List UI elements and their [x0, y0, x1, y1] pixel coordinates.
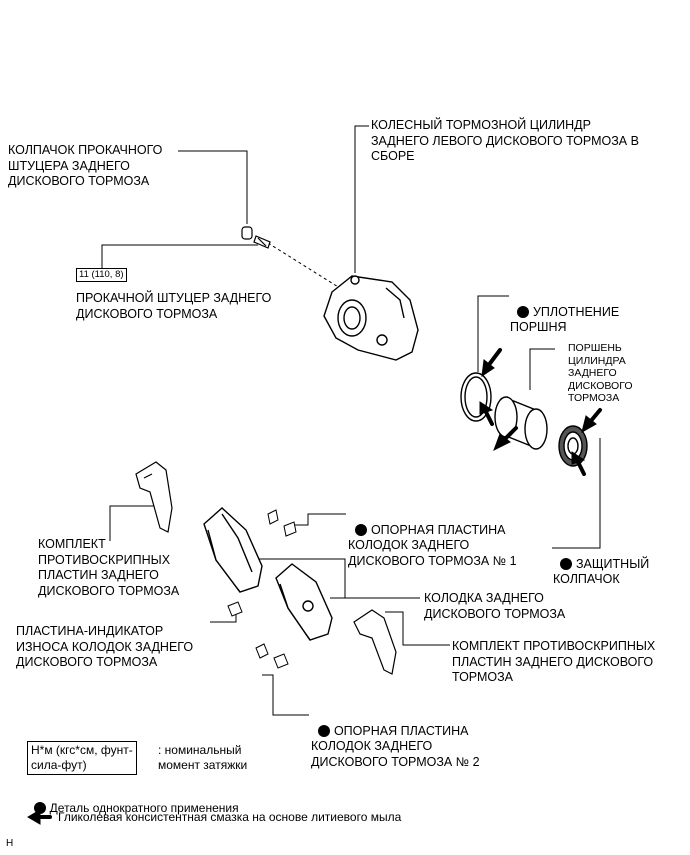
label-support-plate-2: ОПОРНАЯ ПЛАСТИНА КОЛОДОК ЗАДНЕГО ДИСКОВО… — [311, 723, 480, 769]
non-reusable-dot-icon — [516, 305, 529, 318]
brake-pad-1-icon — [203, 507, 263, 593]
label-anti-squeal-right: КОМПЛЕКТ ПРОТИВОСКРИПНЫХ ПЛАСТИН ЗАДНЕГО… — [452, 639, 656, 684]
leader-bleeder-plug — [101, 244, 258, 268]
legend-non-reusable: Деталь однократного применения — [27, 785, 239, 816]
label-pad: КОЛОДКА ЗАДНЕГО ДИСКОВОГО ТОРМОЗА — [424, 591, 566, 621]
label-boot: ЗАЩИТНЫЙ КОЛПАЧОК — [553, 556, 650, 587]
legend-torque-desc: : номинальный момент затяжки — [158, 743, 248, 772]
grease-arrow-icons — [479, 348, 602, 476]
torque-spec-box: 11 (110, 8) — [76, 268, 127, 282]
non-reusable-dot-icon — [317, 724, 330, 737]
leader-anti-left — [109, 505, 155, 541]
label-anti-squeal-left: КОМПЛЕКТ ПРОТИВОСКРИПНЫХ ПЛАСТИН ЗАДНЕГО… — [38, 537, 180, 598]
leader-anti-right — [385, 611, 450, 646]
leader-pad-1 — [258, 558, 420, 599]
label-piston: ПОРШЕНЬ ЦИЛИНДРА ЗАДНЕГО ДИСКОВОГО ТОРМО… — [568, 342, 633, 404]
leader-support-1 — [295, 513, 346, 526]
support-plate-2-icon — [255, 643, 289, 669]
leader-piston — [529, 348, 555, 390]
leader-support-2 — [262, 674, 309, 716]
legend-grease: Гликолевая консистентная смазка на основ… — [58, 810, 402, 824]
leader-cylinder — [354, 125, 369, 273]
label-piston-seal: УПЛОТНЕНИЕ ПОРШНЯ — [510, 304, 620, 335]
wear-indicator-icon — [227, 601, 243, 617]
leader-seal — [477, 295, 509, 372]
piston-icon — [494, 396, 548, 450]
label-bleeder-plug: ПРОКАЧНОЙ ШТУЦЕР ЗАДНЕГО ДИСКОВОГО ТОРМО… — [76, 291, 272, 321]
boot-icon — [558, 425, 588, 467]
non-reusable-dot-icon — [354, 523, 367, 536]
bleeder-plug-icon — [253, 235, 271, 249]
label-support-plate-1: ОПОРНАЯ ПЛАСТИНА КОЛОДОК ЗАДНЕГО ДИСКОВО… — [348, 522, 517, 568]
label-cylinder-assy: КОЛЕСНЫЙ ТОРМОЗНОЙ ЦИЛИНДР ЗАДНЕГО ЛЕВОГ… — [371, 118, 639, 163]
label-bleeder-cap: КОЛПАЧОК ПРОКАЧНОГО ШТУЦЕРА ЗАДНЕГО ДИСК… — [8, 143, 163, 188]
label-wear-indicator: ПЛАСТИНА-ИНДИКАТОР ИЗНОСА КОЛОДОК ЗАДНЕГ… — [16, 624, 194, 669]
leader-wear — [210, 612, 237, 623]
legend-grease-arrow-icon — [27, 809, 52, 825]
corner-mark: H — [6, 838, 14, 849]
alignment-dashed-line — [267, 242, 344, 291]
legend-torque-units: Н*м (кгс*см, фунт- сила-фут) — [27, 741, 137, 775]
leader-boot — [552, 438, 601, 549]
cylinder-body-icon — [323, 275, 419, 361]
support-plate-1-icon — [267, 509, 297, 537]
brake-pad-2-icon — [275, 563, 333, 641]
anti-squeal-shim-left-icon — [135, 461, 173, 533]
non-reusable-dot-icon — [559, 557, 572, 570]
non-reusable-dot-icon — [33, 801, 46, 814]
piston-seal-icon — [460, 372, 492, 422]
leader-bleeder-cap — [178, 150, 248, 224]
bleeder-cap-icon — [241, 226, 253, 240]
anti-squeal-shim-right-icon — [353, 609, 397, 675]
